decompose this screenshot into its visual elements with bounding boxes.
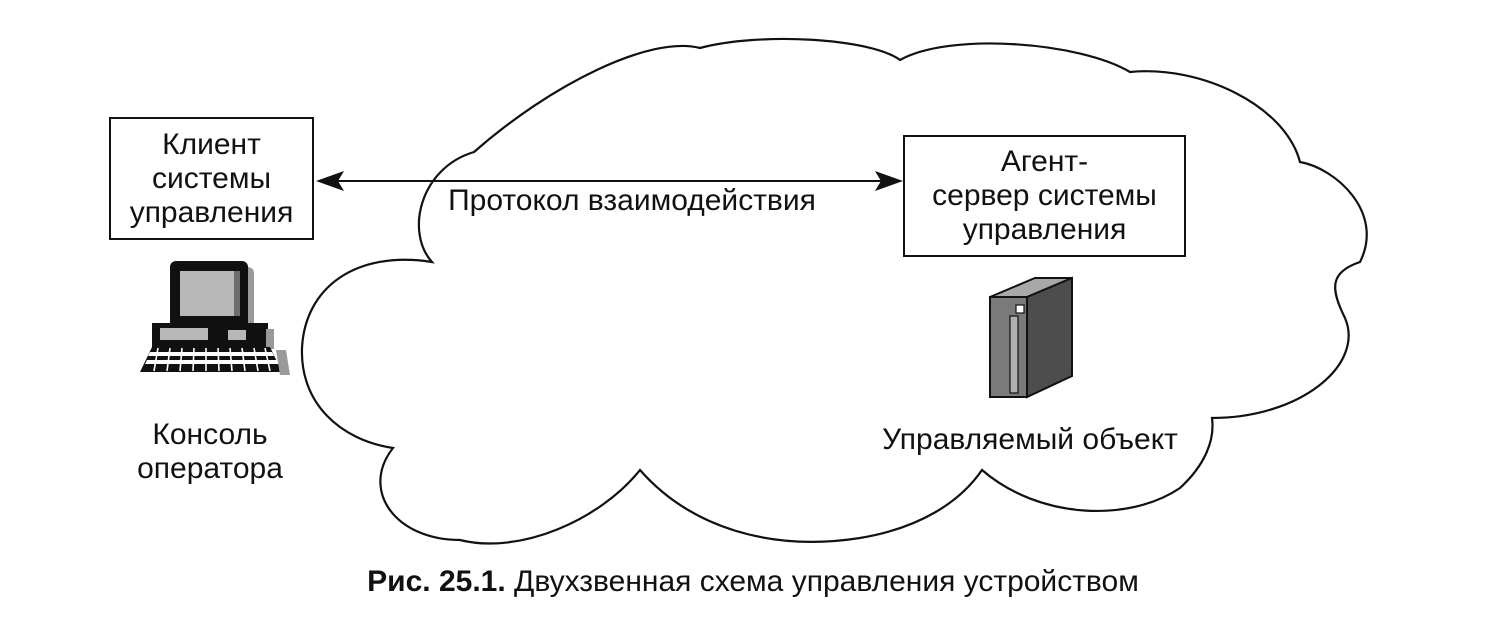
- agent-box-line-3: управления: [962, 213, 1127, 246]
- figure-caption: Рис. 25.1. Двухзвенная схема управления …: [0, 562, 1506, 602]
- agent-box-line-1: Агент-: [1000, 145, 1089, 178]
- console-label-line-2: оператора: [137, 452, 283, 485]
- client-box-line-3: управления: [129, 195, 294, 229]
- client-system-box: Клиент системы управления: [109, 117, 314, 240]
- server-tower-icon: [989, 276, 1073, 399]
- network-cloud-shape: [300, 37, 1368, 545]
- agent-box-line-2: сервер системы: [932, 179, 1157, 212]
- operator-console-label: Консоль оператора: [110, 418, 310, 486]
- arrowhead-right-icon: [875, 171, 903, 191]
- protocol-label: Протокол взаимодействия: [448, 184, 816, 217]
- client-box-line-2: системы: [151, 161, 272, 195]
- caption-prefix: Рис. 25.1.: [367, 565, 506, 598]
- managed-object-label: Управляемый объект: [882, 423, 1178, 456]
- arrowhead-left-icon: [316, 171, 344, 191]
- client-box-line-1: Клиент: [162, 127, 261, 161]
- computer-terminal-icon: [140, 261, 290, 375]
- console-label-line-1: Консоль: [152, 418, 268, 451]
- agent-server-box: Агент- сервер системы управления: [903, 135, 1186, 257]
- caption-text: Двухзвенная схема управления устройством: [514, 565, 1139, 598]
